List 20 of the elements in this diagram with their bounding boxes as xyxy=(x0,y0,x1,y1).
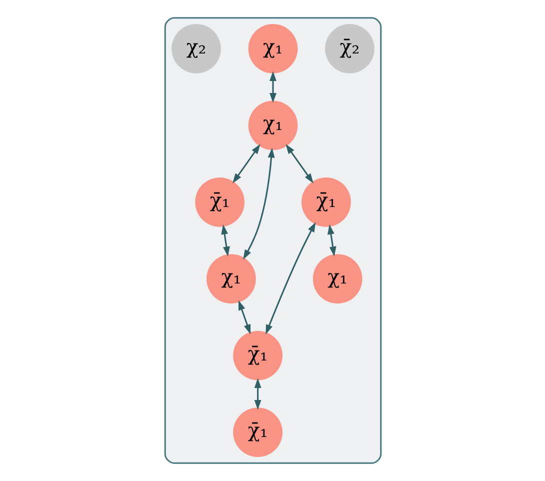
arrow xyxy=(254,378,261,410)
arrow xyxy=(242,148,274,260)
node-circle: χ̄₁ xyxy=(232,330,282,380)
arrow xyxy=(238,300,250,334)
arrow xyxy=(285,144,313,184)
node-circle: χ₁ xyxy=(312,254,362,304)
arrow xyxy=(232,144,260,184)
node-circle: χ̄₁ xyxy=(194,177,244,227)
node-circle: χ̄₂ xyxy=(324,24,374,74)
arrow xyxy=(265,222,316,335)
node-circle: χ₁ xyxy=(206,254,256,304)
cluster xyxy=(164,17,382,464)
node-circle: χ₁ xyxy=(248,100,298,150)
arrow xyxy=(269,71,276,103)
node-circle: χ₁ xyxy=(248,24,298,74)
node-circle: χ₂ xyxy=(171,24,220,74)
node-circle: χ̄₁ xyxy=(232,408,282,458)
node-circle: χ̄₁ xyxy=(301,177,350,227)
arrow xyxy=(220,224,230,256)
arrow xyxy=(327,224,336,256)
